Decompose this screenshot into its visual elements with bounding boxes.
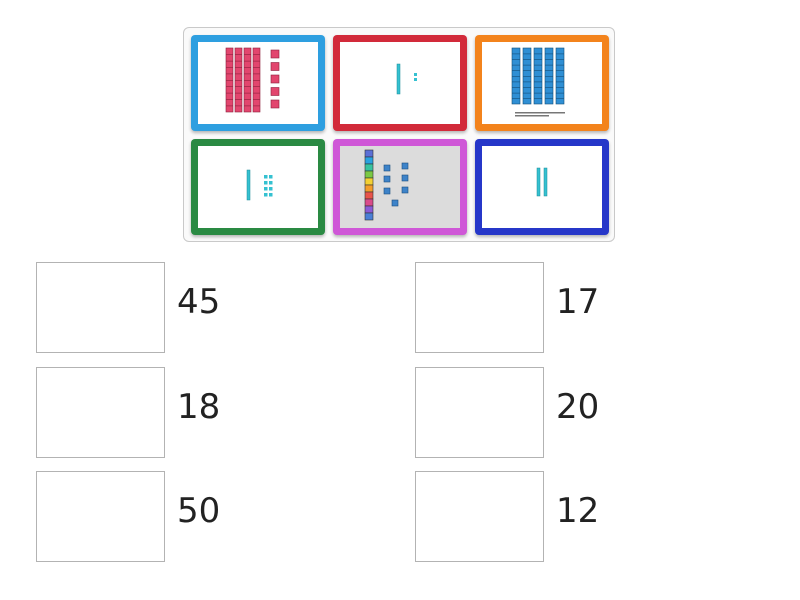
answer-label-50: 50 — [177, 491, 221, 531]
answer-label-17: 17 — [556, 282, 600, 322]
base-ten-blocks-cyan-image — [246, 169, 273, 201]
answer-label-45: 45 — [177, 282, 221, 322]
image-card-1[interactable] — [191, 35, 325, 131]
answer-label-18: 18 — [177, 387, 221, 427]
two-tens-rods-image — [536, 167, 548, 197]
drop-zone-45[interactable] — [36, 262, 165, 353]
card-2-image — [340, 42, 460, 124]
image-card-5[interactable] — [333, 139, 467, 235]
drop-zone-18[interactable] — [36, 367, 165, 458]
drop-zone-17[interactable] — [415, 262, 544, 353]
card-4-image — [198, 146, 318, 228]
image-card-6[interactable] — [475, 139, 609, 235]
rainbow-rod-and-cubes-image — [364, 149, 409, 221]
card-5-image — [340, 146, 460, 228]
image-card-3[interactable] — [475, 35, 609, 131]
card-3-image — [482, 42, 602, 124]
card-6-image — [482, 146, 602, 228]
base-ten-blocks-small-image — [396, 63, 417, 95]
drop-zone-20[interactable] — [415, 367, 544, 458]
drop-zone-50[interactable] — [36, 471, 165, 562]
answer-label-20: 20 — [556, 387, 600, 427]
image-card-4[interactable] — [191, 139, 325, 235]
answer-label-12: 12 — [556, 491, 600, 531]
base-ten-blocks-blue-image — [511, 47, 565, 117]
card-1-image — [198, 42, 318, 124]
drop-zone-12[interactable] — [415, 471, 544, 562]
image-card-2[interactable] — [333, 35, 467, 131]
base-ten-blocks-pink-image — [225, 47, 280, 113]
